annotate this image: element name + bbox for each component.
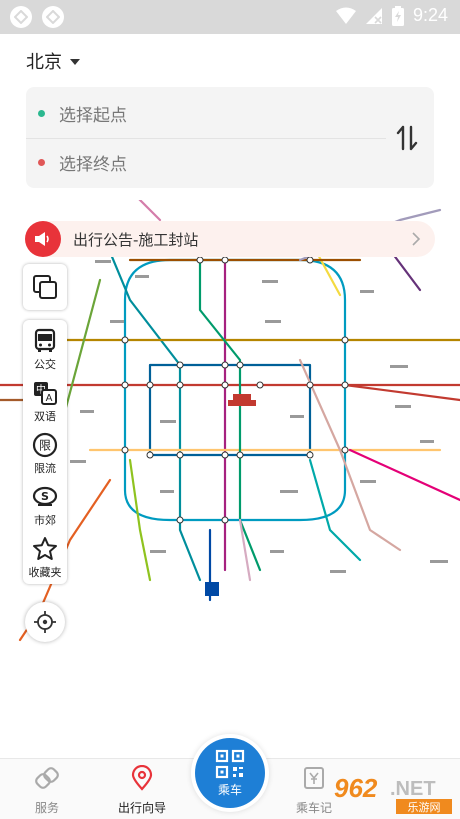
- layers-icon: [33, 275, 57, 299]
- nav-record[interactable]: 乘车记: [274, 765, 354, 817]
- qr-code-icon: [215, 749, 245, 778]
- route-input-card: 选择起点 选择终点: [26, 87, 434, 188]
- tool-label: 限流: [34, 462, 56, 475]
- svg-text:962: 962: [334, 773, 378, 803]
- nav-guide[interactable]: 出行向导: [102, 765, 182, 817]
- svg-text:限: 限: [39, 439, 51, 453]
- notification-icons: [10, 6, 64, 28]
- subway-map[interactable]: [0, 200, 460, 756]
- bilingual-tool-button[interactable]: 中 A 双语: [23, 376, 67, 426]
- battery-icon: [391, 5, 404, 26]
- notice-banner[interactable]: 出行公告-施工封站: [25, 221, 435, 257]
- map-tool-panel: 公交 中 A 双语 限 限流 S 市郊 收藏夹: [23, 320, 67, 584]
- nav-record-label: 乘车记: [295, 801, 332, 815]
- svg-text:中: 中: [36, 383, 46, 396]
- start-dot-icon: [38, 110, 45, 117]
- tool-label: 收藏夹: [28, 566, 62, 579]
- status-bar: 9:24: [0, 0, 460, 34]
- suburban-rail-icon: S: [32, 486, 58, 506]
- star-icon: [33, 537, 57, 560]
- city-name: 北京: [26, 52, 62, 73]
- notice-text: 出行公告-施工封站: [73, 230, 199, 249]
- megaphone-icon: [25, 221, 61, 257]
- bus-icon: [34, 328, 56, 352]
- layer-toggle-button[interactable]: [23, 264, 67, 310]
- location-pin-icon: [131, 765, 153, 791]
- svg-text:A: A: [46, 393, 53, 404]
- locate-button[interactable]: [25, 602, 65, 642]
- restriction-tool-button[interactable]: 限 限流: [23, 428, 67, 478]
- nav-service-label: 服务: [34, 801, 59, 815]
- nav-guide-label: 出行向导: [117, 801, 166, 815]
- favorites-tool-button[interactable]: 收藏夹: [23, 532, 67, 582]
- nav-service[interactable]: 服务: [7, 765, 87, 817]
- status-time: 9:24: [412, 5, 448, 25]
- link-icon: [35, 767, 59, 789]
- crosshair-icon: [34, 611, 56, 633]
- ticket-yuan-icon: [304, 767, 324, 789]
- end-dot-icon: [38, 158, 45, 166]
- restriction-icon: 限: [32, 432, 58, 458]
- bilingual-icon: 中 A: [34, 382, 57, 405]
- tool-label: 公交: [34, 358, 56, 371]
- swap-icon[interactable]: [396, 123, 418, 153]
- city-selector[interactable]: 北京: [26, 46, 80, 76]
- tool-label: 双语: [34, 410, 56, 423]
- suburban-tool-button[interactable]: S 市郊: [23, 480, 67, 530]
- caret-down-icon: [70, 59, 80, 65]
- watermark-logo: 962 .NET 乐游网: [334, 773, 452, 814]
- chevron-right-icon: [412, 232, 421, 246]
- end-point-input[interactable]: 选择终点: [26, 137, 386, 187]
- signal-icon: [365, 7, 382, 24]
- tool-label: 市郊: [34, 514, 56, 527]
- subway-map-graphic: [0, 200, 460, 642]
- bus-tool-button[interactable]: 公交: [23, 324, 67, 374]
- app-notification-icon: [10, 6, 32, 28]
- start-point-input[interactable]: 选择起点: [26, 89, 386, 139]
- wifi-icon: [335, 7, 356, 24]
- end-placeholder: 选择终点: [59, 154, 127, 175]
- svg-text:乐游网: 乐游网: [408, 801, 441, 814]
- app-notification-icon: [42, 6, 64, 28]
- ride-qr-button[interactable]: 乘车: [195, 738, 265, 808]
- svg-text:.NET: .NET: [390, 778, 436, 800]
- ride-label: 乘车: [217, 782, 242, 797]
- svg-text:S: S: [41, 490, 49, 503]
- start-placeholder: 选择起点: [59, 106, 127, 126]
